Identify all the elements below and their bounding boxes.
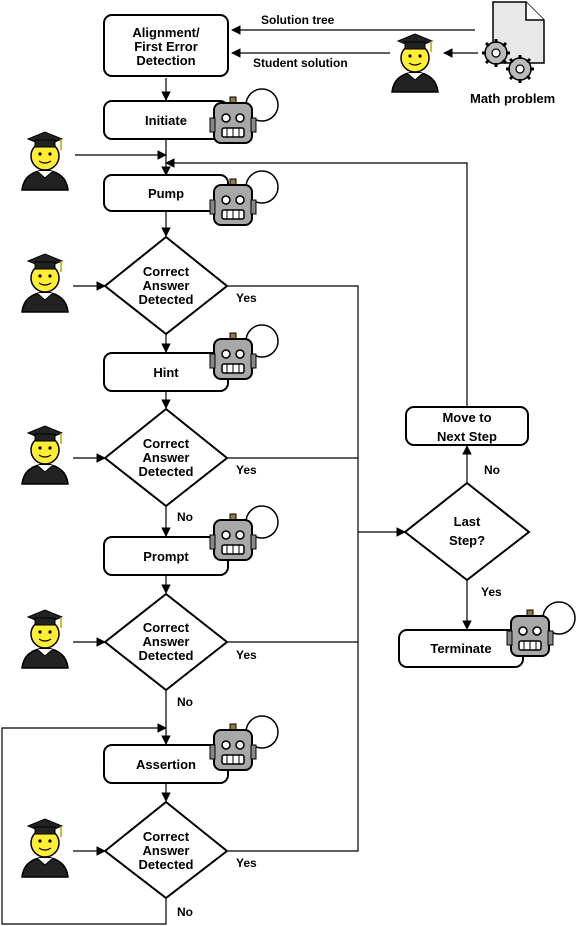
decision-correct-4 [103,800,229,900]
decision-4-label-3: Detected [139,857,194,872]
decision-3-label-2: Answer [143,634,190,649]
assertion-label: Assertion [136,757,196,772]
student-icon-d2 [21,425,69,485]
decision-3-label-3: Detected [139,648,194,663]
decision-correct-3 [103,592,229,692]
student-icon-d4 [21,818,69,878]
move-next-label-1: Move to [442,410,491,425]
decision-1-label-3: Detected [139,292,194,307]
decision-2-label-1: Correct [143,436,190,451]
robot-icon-hint [209,324,279,380]
label-yes-4: Yes [236,856,257,870]
pump-label: Pump [148,186,184,201]
decision-last-step [403,481,531,582]
student-icon-d3 [21,609,69,669]
label-yes-1: Yes [236,291,257,305]
edge-movenext-pump [165,158,468,406]
alignment-label-1: Alignment/ [132,25,200,40]
student-icon-initiate [21,131,69,191]
alignment-label-2: First Error [134,39,198,54]
decision-3-label-1: Correct [143,620,190,635]
decision-correct-2 [103,407,229,508]
move-next-label-2: Next Step [437,429,497,444]
student-icon-top [391,33,439,93]
initiate-label: Initiate [145,113,187,128]
prompt-label: Prompt [143,549,189,564]
label-no-laststep: No [484,463,500,477]
robot-icon-prompt [209,505,279,561]
robot-icon-assertion [209,715,279,771]
robot-icon-initiate [209,88,279,144]
label-no-2: No [177,510,193,524]
last-step-label-2: Step? [449,533,485,548]
decision-correct-1 [103,235,229,336]
label-student-solution: Student solution [253,56,348,70]
label-yes-3: Yes [236,648,257,662]
robot-icon-terminate [506,601,576,657]
last-step-label-1: Last [454,514,481,529]
label-yes-laststep: Yes [481,585,502,599]
label-no-3: No [177,695,193,709]
math-problem-icon [482,1,545,83]
math-problem-label: Math problem [470,91,555,106]
decision-1-label-1: Correct [143,264,190,279]
hint-label: Hint [153,365,179,380]
decision-2-label-3: Detected [139,464,194,479]
terminate-label: Terminate [430,641,491,656]
label-yes-2: Yes [236,463,257,477]
decision-2-label-2: Answer [143,450,190,465]
edge-yes-collector [227,285,359,852]
alignment-node [103,14,229,77]
decision-4-label-2: Answer [143,843,190,858]
edge-decision4-loop [1,723,167,925]
student-icon-d1 [21,253,69,313]
label-solution-tree: Solution tree [261,13,335,27]
alignment-label-3: Detection [136,53,195,68]
decision-4-label-1: Correct [143,829,190,844]
move-next-node [405,406,529,446]
label-no-4: No [177,905,193,919]
decision-1-label-2: Answer [143,278,190,293]
